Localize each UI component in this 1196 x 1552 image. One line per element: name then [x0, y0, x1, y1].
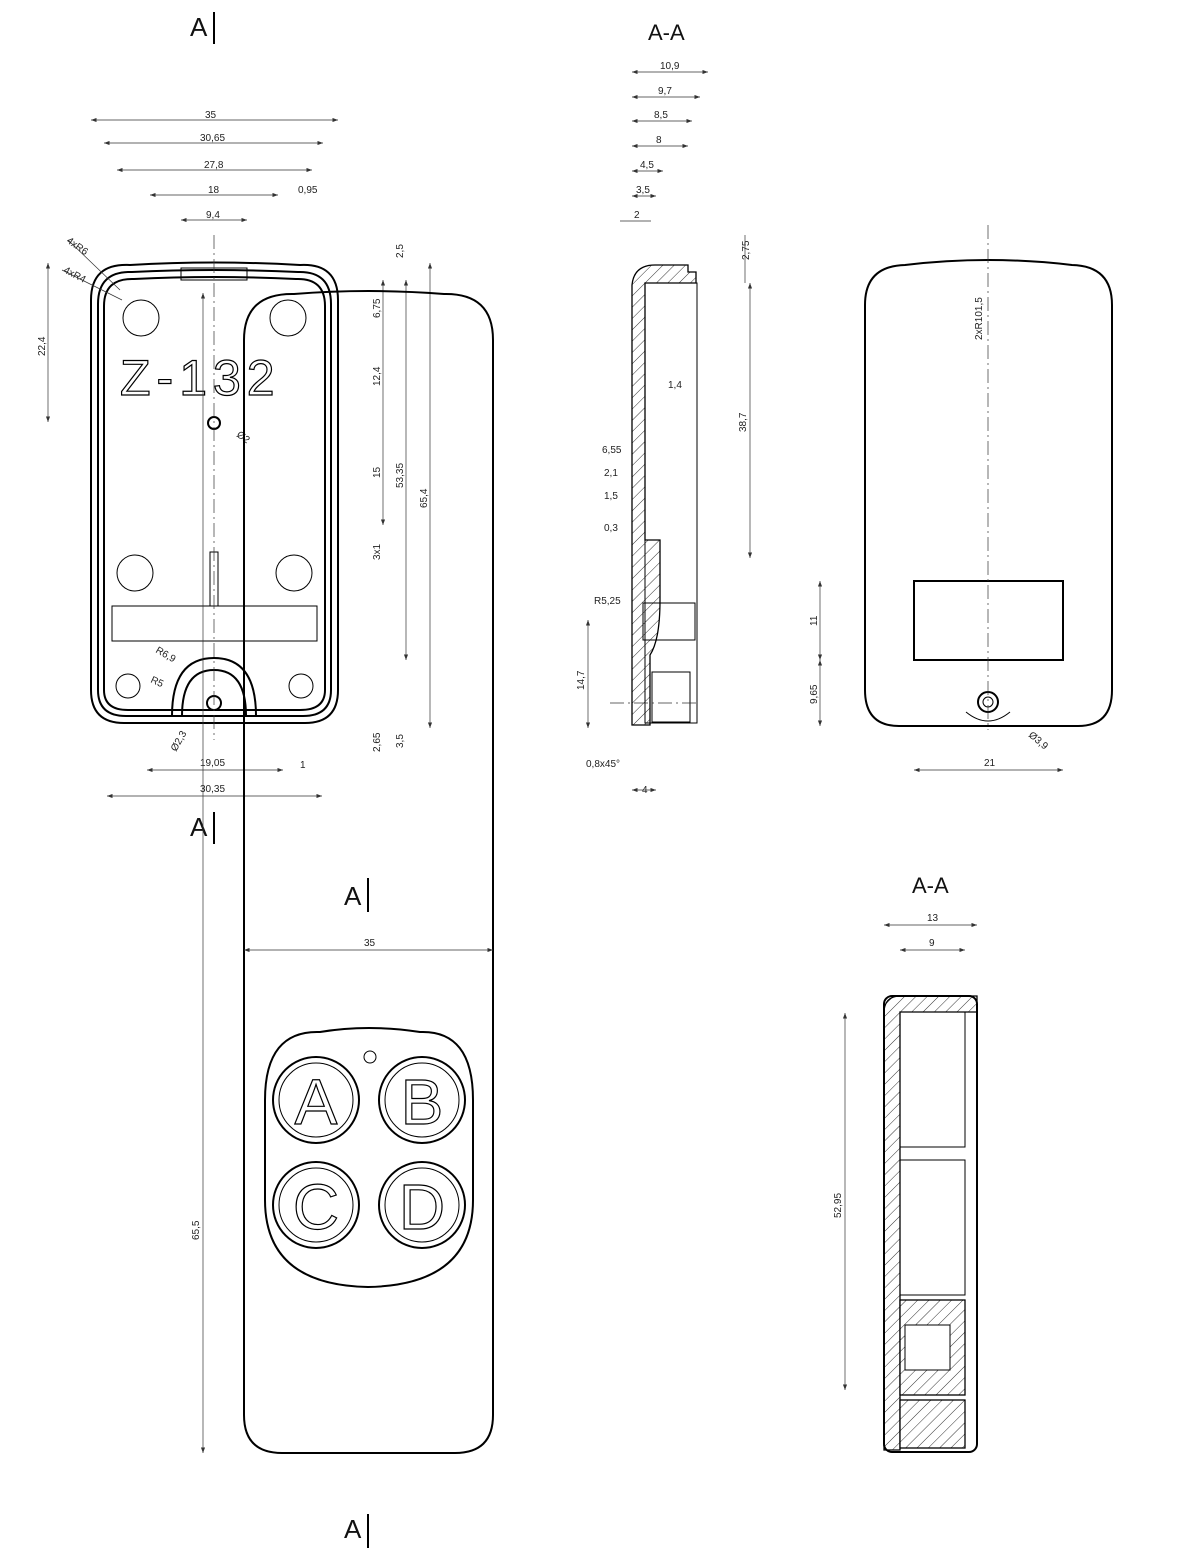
dim-label: 3,5 — [636, 185, 650, 196]
section-mark: A — [190, 12, 208, 42]
button-label: B — [401, 1066, 444, 1138]
button-c[interactable]: C — [272, 1161, 360, 1249]
dim-label: 9 — [929, 938, 935, 949]
dim-label: 2,75 — [741, 240, 752, 260]
dim-label: 4 — [642, 785, 648, 796]
button-label: C — [293, 1171, 339, 1243]
dim-label: 65,4 — [419, 488, 430, 508]
dim-label: 30,35 — [200, 784, 225, 795]
dim-label: R5,25 — [594, 596, 621, 607]
dim-label: 35 — [364, 938, 376, 949]
dim-label: 8,5 — [654, 110, 668, 121]
dim-label: 35 — [205, 110, 217, 121]
dim-label: 0,3 — [604, 523, 618, 534]
back-view: 2xR101,5 11 9,65 21 Ø3,9 — [809, 225, 1113, 773]
dim-label: Ø3,9 — [1026, 730, 1050, 753]
dim-label: 14,7 — [576, 670, 587, 690]
section-view: 10,9 9,7 8,5 8 4,5 3,5 2 2,75 38,7 1,4 6… — [576, 61, 753, 796]
dim-label: 18 — [208, 185, 220, 196]
dim-label: 0,95 — [298, 185, 318, 196]
button-b[interactable]: B — [378, 1056, 466, 1144]
dim-label: 3x1 — [372, 543, 383, 560]
assembly-section-view: 13 9 52,95 — [833, 913, 978, 1453]
dim-label: R5 — [149, 675, 166, 691]
dim-label: Ø2,3 — [169, 729, 190, 754]
dim-label: 2,5 — [395, 244, 406, 258]
button-d[interactable]: D — [378, 1161, 466, 1249]
dim-label: 13 — [927, 913, 939, 924]
front-interior-view: Z-132 35 30,65 27,8 18 0,95 9,4 4xR6 4xR… — [37, 110, 433, 799]
dim-label: 2xR101,5 — [974, 297, 985, 340]
dim-label: 11 — [809, 615, 820, 626]
dim-label: 1,4 — [668, 380, 682, 391]
button-label: A — [295, 1066, 338, 1138]
dim-label: R6,9 — [154, 645, 178, 665]
dim-label: 2,65 — [372, 732, 383, 752]
dim-label: 10,9 — [660, 61, 680, 72]
dim-label: 53,35 — [395, 463, 406, 488]
dim-label: 0,8x45° — [586, 759, 620, 770]
dim-label: 9,7 — [658, 86, 672, 97]
section-marks: A A A A A-A A-A — [190, 12, 949, 1548]
dim-label: 8 — [656, 135, 662, 146]
dim-label: 9,4 — [206, 210, 220, 221]
dim-label: 4xR6 — [64, 235, 90, 258]
dim-label: 4xR4 — [62, 265, 88, 286]
button-label: D — [399, 1171, 445, 1243]
dim-label: 4,5 — [640, 160, 654, 171]
button-a[interactable]: A — [272, 1056, 360, 1144]
dim-label: 9,65 — [809, 684, 820, 704]
dim-label: 19,05 — [200, 758, 225, 769]
dim-label: 2 — [634, 210, 640, 221]
dim-label: 65,5 — [191, 1220, 202, 1240]
section-mark: A — [344, 881, 362, 911]
dim-label: 22,4 — [37, 336, 48, 356]
dim-label: 30,65 — [200, 133, 225, 144]
front-view: A B C D 35 65,5 — [191, 290, 494, 1454]
dim-label: 52,95 — [833, 1193, 844, 1218]
dim-label: 1 — [300, 760, 306, 771]
dim-label: 27,8 — [204, 160, 224, 171]
section-title: A-A — [648, 20, 685, 45]
section-mark: A — [344, 1514, 362, 1544]
dim-label: 12,4 — [372, 366, 383, 386]
dim-label: 2,1 — [604, 468, 618, 479]
section-title: A-A — [912, 873, 949, 898]
dim-label: 3,5 — [395, 734, 406, 748]
dim-label: 15 — [372, 466, 383, 478]
dim-label: 6,75 — [372, 298, 383, 318]
section-mark: A — [190, 812, 208, 842]
dim-label: 38,7 — [738, 412, 749, 432]
dim-label: 6,55 — [602, 445, 622, 456]
dim-label: 21 — [984, 758, 996, 769]
model-label: Z-132 — [120, 350, 281, 406]
dim-label: 1,5 — [604, 491, 618, 502]
